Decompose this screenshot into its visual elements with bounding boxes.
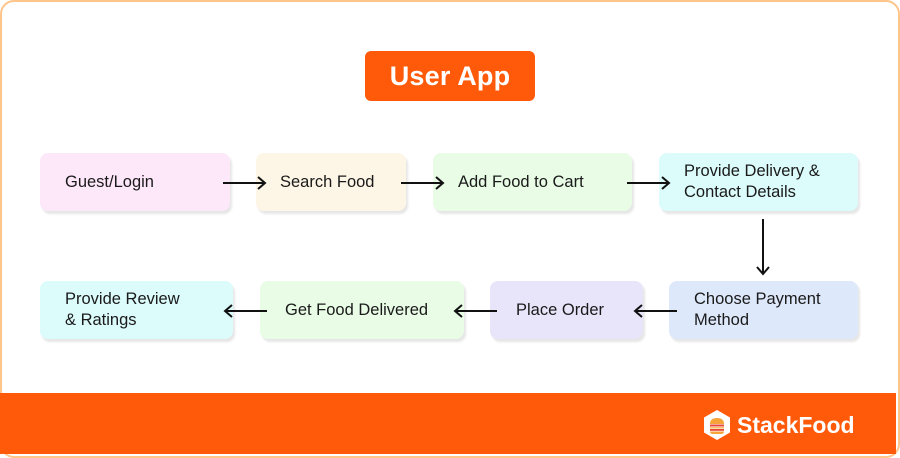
node-add-food-to-cart: Add Food to Cart — [433, 153, 632, 211]
arrow-right-icon — [223, 176, 267, 190]
node-label: Provide Delivery & Contact Details — [684, 162, 820, 201]
node-place-order: Place Order — [490, 281, 643, 339]
burger-hexagon-icon — [704, 410, 730, 440]
arrow-right-icon — [401, 176, 445, 190]
footer-bar — [0, 393, 896, 454]
node-label: Add Food to Cart — [458, 172, 584, 191]
arrow-down-icon — [756, 219, 770, 276]
node-label: Search Food — [280, 172, 375, 191]
arrow-right-icon — [627, 176, 671, 190]
node-label: Guest/Login — [65, 172, 154, 191]
node-label: Get Food Delivered — [285, 300, 429, 319]
brand-name: StackFood — [737, 411, 855, 438]
brand-logo: StackFood — [703, 409, 855, 441]
arrow-left-icon — [453, 304, 497, 318]
arrow-left-icon — [223, 304, 267, 318]
node-label: Place Order — [516, 300, 605, 319]
node-search-food: Search Food — [256, 153, 406, 211]
node-label: Provide Review & Ratings — [65, 290, 180, 329]
page-title: User App — [365, 51, 535, 101]
node-label: Choose Payment Method — [694, 290, 821, 329]
arrow-left-icon — [633, 304, 677, 318]
node-choose-payment: Choose Payment Method — [669, 281, 858, 339]
node-provide-delivery-contact: Provide Delivery & Contact Details — [659, 153, 858, 211]
node-provide-review: Provide Review & Ratings — [40, 281, 233, 339]
node-guest-login: Guest/Login — [40, 153, 230, 211]
node-get-food-delivered: Get Food Delivered — [260, 281, 464, 339]
